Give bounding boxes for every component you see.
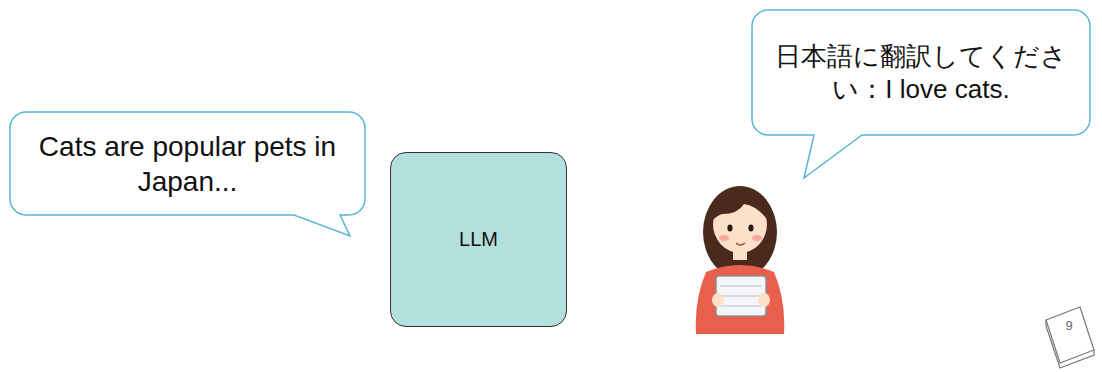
bubble-shape (752, 10, 1090, 178)
eye (748, 224, 753, 231)
shirt (696, 265, 785, 334)
bubble-shape (10, 112, 365, 236)
eye (727, 224, 732, 231)
book-page (720, 306, 762, 307)
box-label: LLM (459, 227, 498, 252)
llm-box: LLM (390, 152, 567, 327)
book (716, 276, 766, 316)
hand (758, 293, 770, 307)
book-page (720, 286, 762, 287)
bubble-outline (752, 10, 1090, 135)
cheek (752, 235, 762, 241)
bangs (711, 188, 769, 222)
bubble-text: Cats are popular pets in Japan... (26, 129, 349, 199)
cheek (719, 235, 729, 241)
page-book-icon (1046, 307, 1094, 368)
hand (712, 293, 724, 307)
mouth (736, 243, 745, 245)
book-outline (1046, 307, 1094, 363)
page-number: 9 (1056, 318, 1082, 333)
bubble-text: 日本語に翻訳してください：I love cats. (768, 40, 1074, 105)
speech-bubble: Cats are popular pets in Japan... (10, 112, 365, 215)
hair-back (703, 186, 777, 278)
book-page (720, 296, 762, 297)
bubble-outline (10, 112, 365, 215)
speech-bubble: 日本語に翻訳してください：I love cats. (752, 10, 1090, 135)
girl-figure (696, 186, 785, 334)
